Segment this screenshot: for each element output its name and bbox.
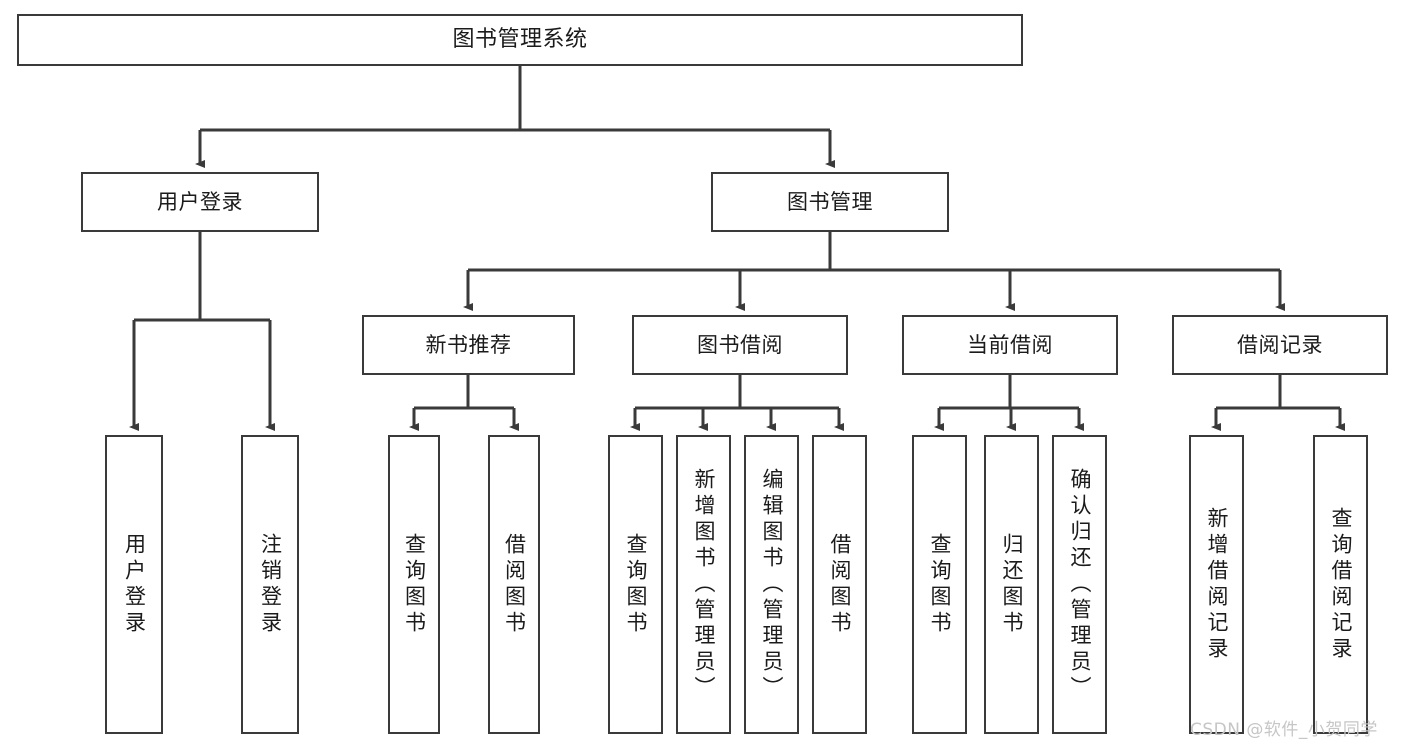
node-leaf-query-book-1-label: 查询图书 <box>402 532 427 637</box>
node-leaf-confirm-return[interactable]: 确认归还（管理员） <box>1052 435 1107 734</box>
node-book-borrow-label: 图书借阅 <box>697 332 783 357</box>
node-user-login[interactable]: 用户登录 <box>81 172 319 232</box>
node-current-borrow-label: 当前借阅 <box>967 332 1053 357</box>
node-new-book-recommend-label: 新书推荐 <box>425 332 512 357</box>
node-leaf-confirm-return-label: 确认归还（管理员） <box>1068 467 1092 702</box>
node-leaf-user-login-label: 用户登录 <box>122 532 147 637</box>
node-leaf-borrow-book-1-label: 借阅图书 <box>502 532 527 637</box>
node-leaf-query-record[interactable]: 查询借阅记录 <box>1313 435 1368 734</box>
node-leaf-borrow-book-2-label: 借阅图书 <box>828 532 852 637</box>
node-leaf-return-book-label: 归还图书 <box>1000 532 1024 637</box>
node-leaf-edit-book[interactable]: 编辑图书（管理员） <box>744 435 799 734</box>
node-leaf-query-book-3-label: 查询图书 <box>928 532 952 637</box>
node-leaf-add-book-label: 新增图书（管理员） <box>692 467 716 702</box>
node-leaf-edit-book-label: 编辑图书（管理员） <box>760 467 784 702</box>
node-leaf-return-book[interactable]: 归还图书 <box>984 435 1039 734</box>
node-leaf-logout-label: 注销登录 <box>258 532 283 637</box>
node-book-manage-label: 图书管理 <box>787 189 873 214</box>
node-root-label: 图书管理系统 <box>452 27 588 53</box>
node-borrow-record[interactable]: 借阅记录 <box>1172 315 1388 375</box>
node-leaf-add-record[interactable]: 新增借阅记录 <box>1189 435 1244 734</box>
node-leaf-borrow-book-2[interactable]: 借阅图书 <box>812 435 867 734</box>
node-borrow-record-label: 借阅记录 <box>1237 332 1323 357</box>
node-leaf-add-book[interactable]: 新增图书（管理员） <box>676 435 731 734</box>
node-leaf-query-record-label: 查询借阅记录 <box>1329 506 1353 663</box>
node-new-book-recommend[interactable]: 新书推荐 <box>362 315 575 375</box>
node-root[interactable]: 图书管理系统 <box>17 14 1023 66</box>
node-leaf-logout[interactable]: 注销登录 <box>241 435 299 734</box>
node-leaf-add-record-label: 新增借阅记录 <box>1205 506 1229 663</box>
node-book-borrow[interactable]: 图书借阅 <box>632 315 848 375</box>
node-leaf-query-book-3[interactable]: 查询图书 <box>912 435 967 734</box>
node-leaf-query-book-2[interactable]: 查询图书 <box>608 435 663 734</box>
node-leaf-query-book-1[interactable]: 查询图书 <box>388 435 440 734</box>
node-leaf-query-book-2-label: 查询图书 <box>624 532 648 637</box>
node-leaf-borrow-book-1[interactable]: 借阅图书 <box>488 435 540 734</box>
node-current-borrow[interactable]: 当前借阅 <box>902 315 1118 375</box>
node-leaf-user-login[interactable]: 用户登录 <box>105 435 163 734</box>
node-user-login-label: 用户登录 <box>157 189 243 214</box>
node-book-manage[interactable]: 图书管理 <box>711 172 949 232</box>
